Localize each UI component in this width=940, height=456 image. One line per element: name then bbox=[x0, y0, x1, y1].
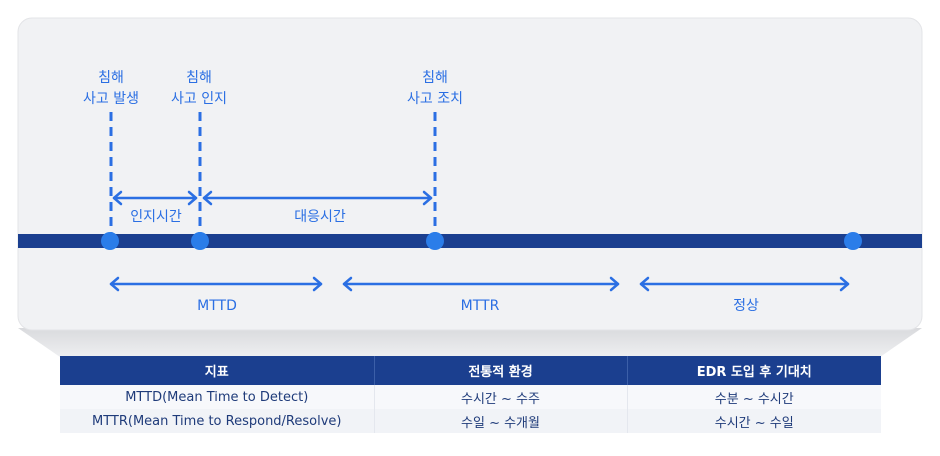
event-action-marker bbox=[426, 232, 444, 250]
cell-traditional: 수시간 ~ 수주 bbox=[374, 385, 628, 409]
cell-edr: 수분 ~ 수시간 bbox=[627, 385, 881, 409]
event-recognition-line1: 침해 bbox=[186, 70, 212, 86]
recognition-span-arrow bbox=[112, 190, 198, 206]
mttr-phase-label: MTTR bbox=[461, 298, 500, 314]
event-action-line1: 침해 bbox=[422, 70, 448, 86]
normal-phase-arrow bbox=[639, 276, 850, 292]
event-occurrence-line2: 사고 발생 bbox=[83, 91, 139, 107]
table-row: MTTD(Mean Time to Detect) 수시간 ~ 수주 수분 ~ … bbox=[60, 385, 881, 409]
timeline-end-marker bbox=[844, 232, 862, 250]
header-metric: 지표 bbox=[60, 356, 375, 385]
event-occurrence-marker bbox=[101, 232, 119, 250]
metrics-table: 지표 전통적 환경 EDR 도입 후 기대치 MTTD(Mean Time to… bbox=[60, 356, 881, 433]
table-row: MTTR(Mean Time to Respond/Resolve) 수일 ~ … bbox=[60, 409, 881, 433]
normal-phase-label: 정상 bbox=[733, 298, 759, 314]
mttd-phase-arrow bbox=[109, 276, 323, 292]
response-span-arrow bbox=[202, 190, 433, 206]
header-edr: EDR 도입 후 기대치 bbox=[627, 356, 881, 385]
timeline-panel bbox=[17, 17, 923, 331]
event-action-line2: 사고 조치 bbox=[407, 91, 463, 107]
mttr-phase-arrow bbox=[342, 276, 620, 292]
event-recognition-marker bbox=[191, 232, 209, 250]
table-header-row: 지표 전통적 환경 EDR 도입 후 기대치 bbox=[60, 356, 881, 385]
cell-traditional: 수일 ~ 수개월 bbox=[374, 409, 628, 433]
cell-metric: MTTR(Mean Time to Respond/Resolve) bbox=[60, 409, 375, 433]
panel-shadow bbox=[18, 328, 922, 357]
event-recognition-line2: 사고 인지 bbox=[171, 91, 227, 107]
event-occurrence-line1: 침해 bbox=[98, 70, 124, 86]
recognition-time-label: 인지시간 bbox=[130, 209, 182, 225]
mttd-phase-label: MTTD bbox=[197, 298, 237, 314]
header-traditional: 전통적 환경 bbox=[374, 356, 628, 385]
cell-metric: MTTD(Mean Time to Detect) bbox=[60, 385, 375, 409]
cell-edr: 수시간 ~ 수일 bbox=[627, 409, 881, 433]
timeline-bar bbox=[18, 234, 922, 248]
response-time-label: 대응시간 bbox=[294, 209, 346, 225]
